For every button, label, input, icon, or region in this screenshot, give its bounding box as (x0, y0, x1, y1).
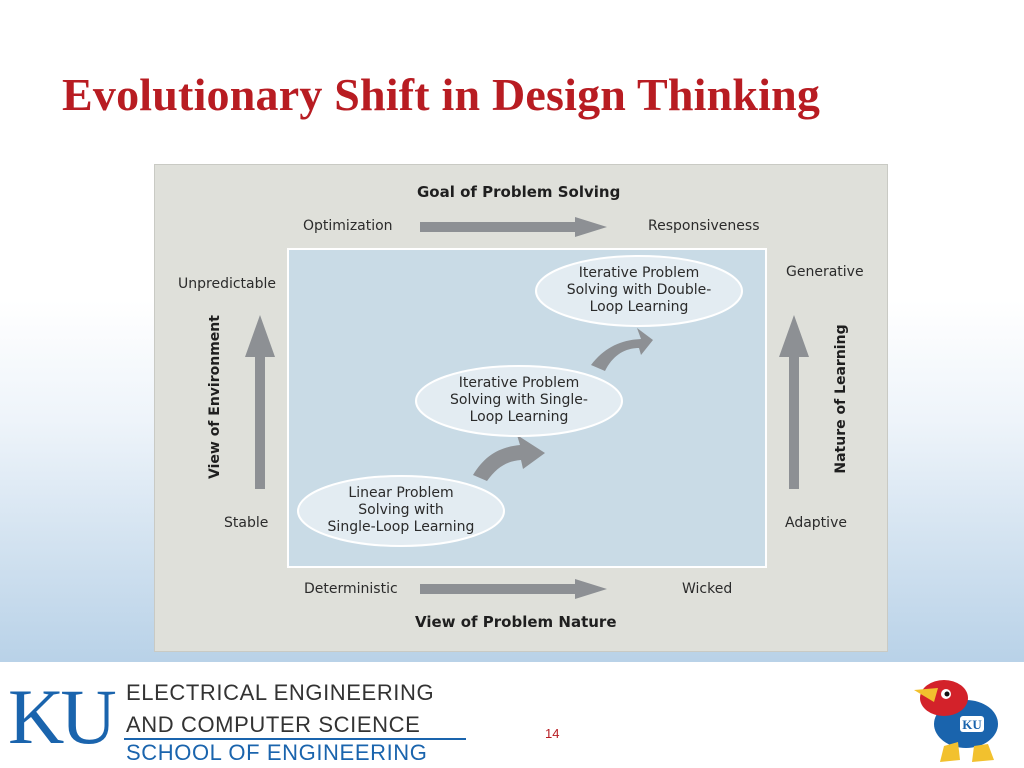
left-axis-high-label: Unpredictable (178, 276, 276, 292)
top-axis-to-label: Responsiveness (648, 218, 760, 234)
stage-1-label: Linear Problem Solving with Single-Loop … (327, 485, 475, 535)
stage-2-label: Iterative Problem Solving with Single- L… (450, 375, 588, 425)
right-axis-arrow (779, 315, 809, 489)
jayhawk-mascot-icon: KU (914, 680, 998, 762)
slide-title: Evolutionary Shift in Design Thinking (62, 69, 821, 120)
dept-line-3: SCHOOL OF ENGINEERING (126, 740, 428, 765)
bottom-axis-from-label: Deterministic (304, 581, 398, 597)
diagram-graphics (245, 217, 809, 599)
top-axis-arrow (420, 217, 607, 237)
design-thinking-diagram: Goal of Problem Solving Optimization Res… (154, 164, 888, 652)
dept-divider (124, 738, 466, 740)
left-axis-title: View of Environment (207, 315, 223, 479)
right-axis-high-label: Generative (786, 264, 864, 280)
bottom-axis-to-label: Wicked (682, 581, 733, 597)
dept-line-1: ELECTRICAL ENGINEERING (126, 680, 435, 705)
stage-oval-3 (535, 255, 743, 327)
stage-3-label: Iterative Problem Solving with Double- L… (566, 265, 712, 315)
stage-oval-2 (415, 365, 623, 437)
top-axis-from-label: Optimization (303, 218, 393, 234)
left-axis-arrow (245, 315, 275, 489)
top-axis-title: Goal of Problem Solving (417, 183, 621, 201)
dept-line-2: AND COMPUTER SCIENCE (126, 712, 421, 737)
footer-band (0, 662, 1024, 768)
mascot-badge-text: KU (962, 717, 982, 732)
bottom-axis-arrow (420, 579, 607, 599)
stage-oval-1 (297, 475, 505, 547)
ku-logo: KU (8, 673, 117, 760)
left-axis-low-label: Stable (224, 515, 269, 531)
page-number: 14 (545, 726, 560, 741)
stage-arrow-1 (473, 435, 545, 481)
right-axis-low-label: Adaptive (785, 515, 847, 531)
stage-arrow-2 (591, 328, 653, 371)
right-axis-title: Nature of Learning (833, 324, 849, 474)
bottom-axis-title: View of Problem Nature (415, 613, 617, 631)
